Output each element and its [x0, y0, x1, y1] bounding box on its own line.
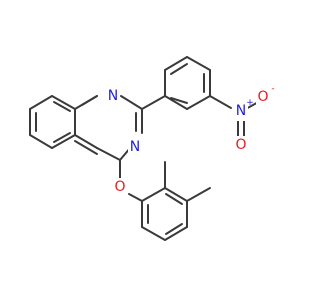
- dimethylphenyl-ring: [141, 161, 211, 241]
- atom-nitro-oxygen-double-label: O: [235, 137, 246, 153]
- atom-ether-oxygen-label: O: [114, 179, 125, 195]
- oxygen-aryl-bond: [128, 193, 143, 202]
- atom-nitro-nitrogen-label: N: [236, 103, 246, 119]
- pyrimidine-ring: [74, 95, 143, 161]
- atom-ether-oxygen: O: [113, 178, 127, 196]
- atom-nitro-oxygen-single-label: O: [257, 89, 268, 105]
- atom-nitro-oxygen-single-charge: -: [271, 84, 274, 94]
- atom-nitro-nitrogen-charge: +: [246, 98, 254, 108]
- atom-n1-label: N: [108, 88, 118, 104]
- benzo-ring: [29, 95, 76, 149]
- atom-nitro-oxygen-single: O -: [256, 84, 275, 106]
- nitrophenyl-ring: [164, 56, 211, 110]
- atom-n3-label: N: [130, 139, 140, 155]
- atom-nitro-oxygen-double: O: [234, 136, 248, 154]
- molecule-diagram: N N O N + O - O: [29, 56, 275, 241]
- atom-n1: N: [106, 87, 120, 105]
- atom-n3: N: [128, 138, 142, 156]
- atom-nitro-nitrogen: N +: [234, 98, 254, 121]
- c2-aryl-bond: [141, 95, 166, 110]
